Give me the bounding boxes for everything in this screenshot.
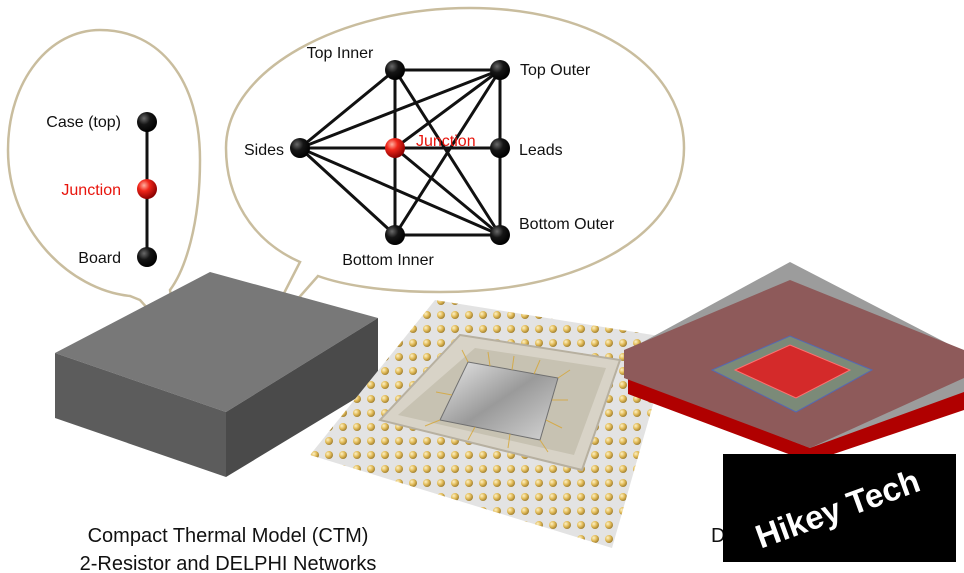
case-top-node	[137, 112, 157, 132]
package-base	[628, 378, 964, 462]
ctm-caption-line1: Compact Thermal Model (CTM)	[88, 525, 369, 547]
ctm-block	[55, 272, 378, 477]
watermark-box	[723, 454, 956, 562]
leads-node	[490, 138, 510, 158]
sides-node	[290, 138, 310, 158]
top-inner-node	[385, 60, 405, 80]
top-outer-label: Top Outer	[520, 62, 591, 79]
top-outer-node	[490, 60, 510, 80]
board-node	[137, 247, 157, 267]
bubble-outline	[224, 6, 686, 345]
delphi-junction-label: Junction	[416, 133, 476, 150]
detailed-package-model	[624, 262, 964, 462]
board-label: Board	[78, 250, 121, 267]
block-front-face	[55, 353, 226, 477]
top-inner-label: Top Inner	[307, 45, 374, 62]
ctm-caption-line2: 2-Resistor and DELPHI Networks	[80, 553, 377, 573]
case-top-label: Case (top)	[46, 114, 121, 131]
bottom-outer-label: Bottom Outer	[519, 216, 615, 233]
watermark: Hikey Tech	[723, 454, 956, 562]
two-resistor-network: Case (top) Junction Board	[46, 112, 157, 267]
bottom-outer-node	[490, 225, 510, 245]
right-caption-partial: D	[711, 525, 725, 547]
delphi-junction-node	[385, 138, 405, 158]
bond-wires	[424, 349, 571, 453]
pga-package	[310, 300, 672, 548]
block-side-face	[226, 318, 378, 477]
die	[733, 344, 852, 399]
delphi-bubble	[224, 6, 686, 345]
junction-node	[137, 179, 157, 199]
bottom-inner-node	[385, 225, 405, 245]
bottom-inner-label: Bottom Inner	[342, 252, 434, 269]
junction-label: Junction	[61, 182, 121, 199]
delphi-network: Top Inner Top Outer Sides Junction Leads…	[244, 45, 615, 269]
sides-label: Sides	[244, 142, 284, 159]
block-top-face	[55, 272, 378, 412]
leads-label: Leads	[519, 142, 563, 159]
